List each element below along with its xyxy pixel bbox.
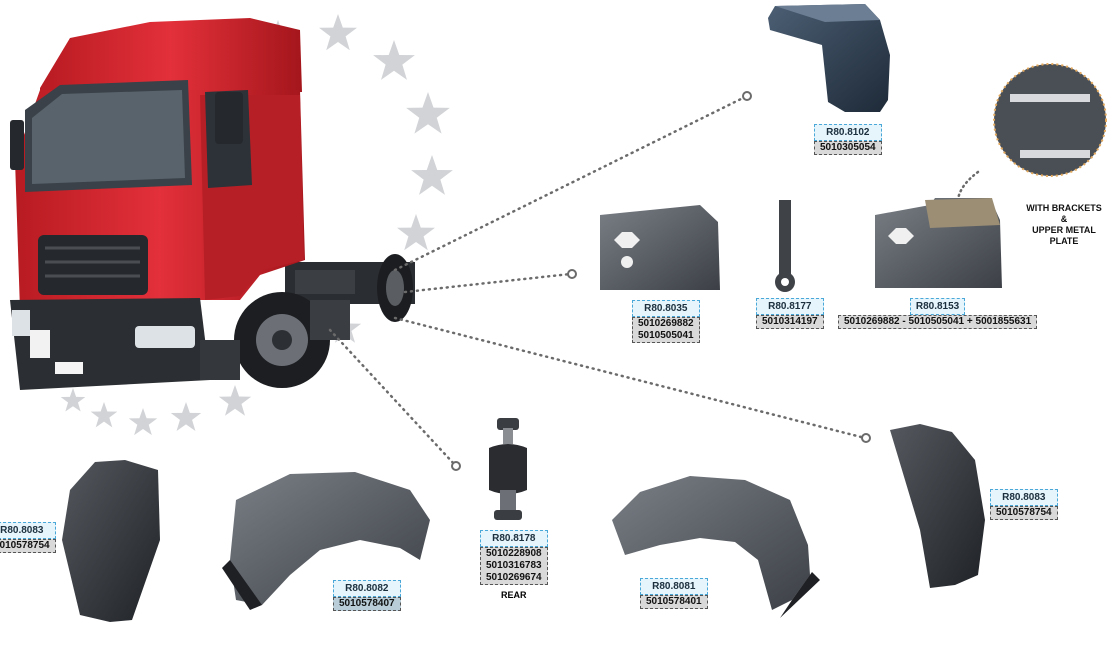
part-label-fender-right: R80.8081 5010578401 <box>640 578 708 609</box>
fender-right-image <box>612 476 820 618</box>
oem-code: 5010578407 <box>333 597 401 611</box>
ref-code: R80.8083 <box>0 522 56 539</box>
note-line: UPPER METAL PLATE <box>1032 225 1096 246</box>
oem-code: 5010228908 5010316783 5010269674 <box>480 547 548 585</box>
ref-code: R80.8083 <box>990 489 1058 506</box>
ref-code: R80.8102 <box>814 124 882 141</box>
ref-code: R80.8035 <box>632 300 700 317</box>
brackets-detail-image <box>993 63 1107 177</box>
ref-code: R80.8081 <box>640 578 708 595</box>
part-label-fender-left: R80.8082 5010578407 <box>333 580 401 611</box>
ref-code: R80.8178 <box>480 530 548 547</box>
oem-code: 5010269882 5010505041 <box>632 317 700 343</box>
oem-code: 5010269882 - 5010505041 + 5001855631 <box>838 315 1038 329</box>
part-label-battery-cover-top: R80.8102 5010305054 <box>814 124 882 155</box>
note-line: & <box>1060 214 1068 224</box>
battery-cover-top-image <box>768 4 890 112</box>
ref-code: R80.8082 <box>333 580 401 597</box>
mudflap-right-image <box>890 424 985 588</box>
part-label-battery-box-brackets: R80.8153 5010269882 - 5010505041 + 50018… <box>838 298 1038 329</box>
oem-code: 5010578754 <box>990 506 1058 520</box>
note-line: WITH BRACKETS <box>1026 203 1102 213</box>
part-label-shock-absorber: R80.8178 5010228908 5010316783 501026967… <box>480 530 548 600</box>
leader-endpoints <box>451 91 871 471</box>
brackets-note: WITH BRACKETS & UPPER METAL PLATE <box>1018 203 1110 247</box>
fender-left-image <box>222 472 430 610</box>
part-label-mudflap-left: R80.8083 5010578754 <box>0 522 56 553</box>
shock-absorber-image <box>489 418 527 520</box>
mudflap-left-image <box>62 460 160 622</box>
oem-code: 5010314197 <box>756 315 824 329</box>
battery-box-side-image <box>600 205 720 290</box>
part-label-mudflap-right: R80.8083 5010578754 <box>990 489 1058 520</box>
position-note: REAR <box>501 590 527 600</box>
battery-box-brackets-image <box>875 198 1002 288</box>
oem-code: 5010578401 <box>640 595 708 609</box>
ref-code: R80.8177 <box>756 298 824 315</box>
oem-code: 5010305054 <box>814 141 882 155</box>
strap-image <box>775 200 795 292</box>
part-label-battery-box-side: R80.8035 5010269882 5010505041 <box>632 300 700 343</box>
part-label-strap: R80.8177 5010314197 <box>756 298 824 329</box>
oem-code: 5010578754 <box>0 539 56 553</box>
truck-illustration <box>10 18 415 390</box>
ref-code: R80.8153 <box>909 298 966 315</box>
